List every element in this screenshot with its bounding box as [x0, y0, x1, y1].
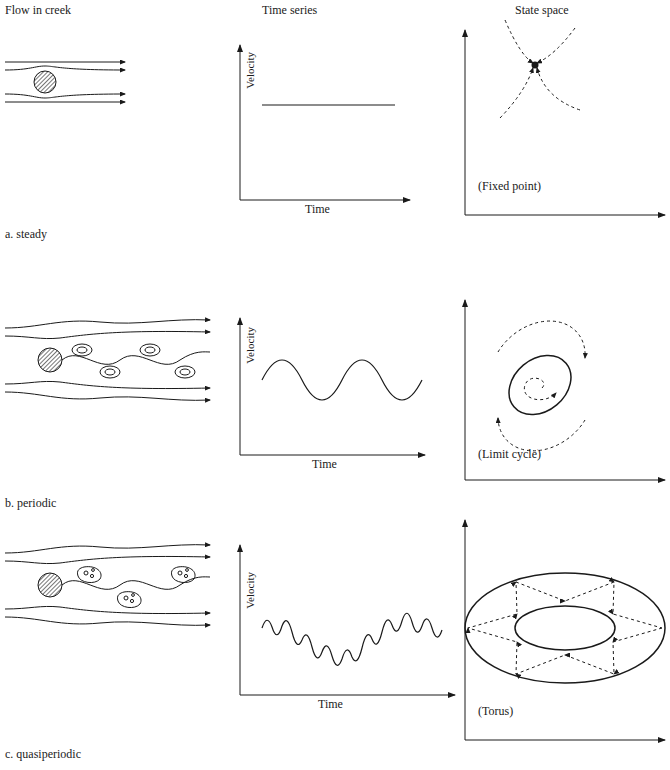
axis-label: Time [318, 698, 343, 712]
state-label: (Fixed point) [478, 180, 541, 194]
column-heading: Flow in creek [5, 4, 71, 18]
state-label: (Torus) [478, 705, 513, 719]
axis-label: Velocity [244, 327, 257, 364]
axis-label: Time [312, 458, 337, 472]
axis-label: Time [305, 203, 330, 217]
row-caption: a. steady [5, 228, 47, 242]
row-caption: c. quasiperiodic [5, 748, 81, 762]
state-label: (Limit cycle) [478, 448, 541, 462]
axis-label: Velocity [244, 52, 257, 89]
column-heading: Time series [262, 4, 317, 18]
axis-label: Velocity [244, 572, 257, 609]
column-heading: State space [515, 4, 569, 18]
row-caption: b. periodic [5, 497, 56, 511]
